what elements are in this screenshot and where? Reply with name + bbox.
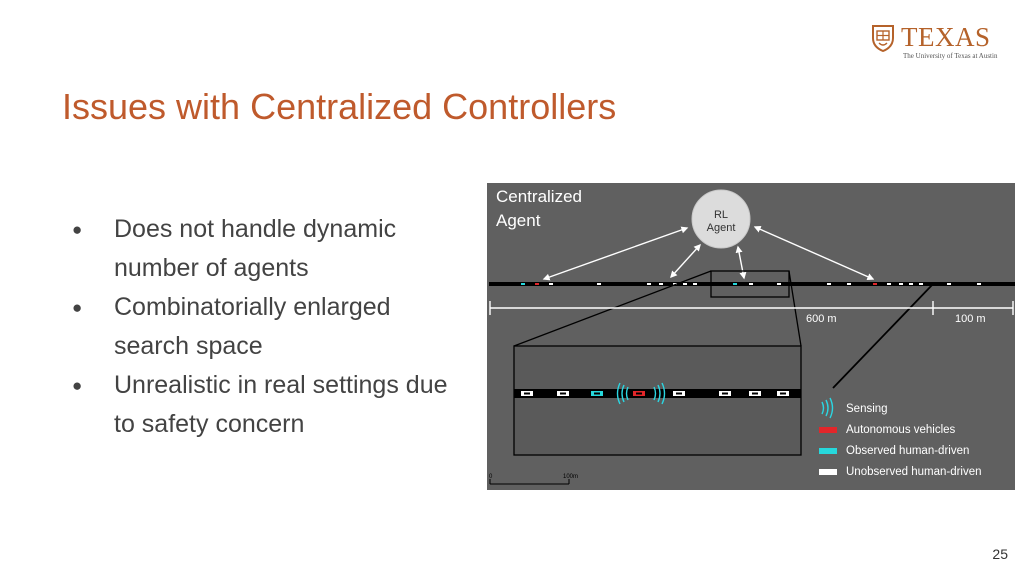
logo-subtitle: The University of Texas at Austin [903,52,998,60]
inset-scale-bar [489,479,570,485]
arrow-left [542,226,689,281]
vehicle-window [780,392,786,395]
observed-vehicle [733,283,737,285]
bullet-item: Does not handle dynamic number of agents [72,210,462,288]
inset-scale-end: 100m [563,474,578,480]
vehicle-window [752,392,758,395]
zoom-box [710,270,790,298]
highway-road [489,282,1015,286]
unobserved-vehicle [847,283,851,285]
unobserved-vehicle [749,283,753,285]
rl-agent-label-line2: Agent [707,222,736,234]
scale-label-main: 600 m [806,313,837,325]
unobserved-vehicle [919,283,923,285]
arrow-mid [735,245,747,280]
centralized-agent-diagram: Centralized Agent RL Agent 600 m 100 m [487,183,1015,490]
corner-label-line2: Agent [496,211,541,230]
sensing-icon [821,397,834,419]
corner-label-line1: Centralized [496,187,582,206]
arrow-right [753,226,875,280]
ut-texas-logo: TEXAS The University of Texas at Austin [871,22,1001,64]
inset-scale-start: 0 [489,474,493,480]
unobserved-vehicle [549,283,553,285]
unobserved-vehicle [909,283,913,285]
autonomous-vehicle [535,283,539,285]
legend-autonomous: Autonomous vehicles [846,424,956,436]
observed-swatch [819,448,837,454]
slide-title: Issues with Centralized Controllers [62,86,617,127]
scale-bar-main [489,301,1014,315]
unobserved-vehicle [693,283,697,285]
rl-agent-label-line1: RL [714,209,728,221]
unobserved-vehicle [647,283,651,285]
bullet-item: Combinatorially enlarged search space [72,288,462,366]
logo-wordmark: TEXAS [901,22,991,52]
unobserved-vehicle [659,283,663,285]
sensing-waves-inset [616,382,666,405]
arrow-mid-left [670,243,701,279]
vehicle-window [560,392,566,395]
unobserved-vehicle [597,283,601,285]
zoomed-inset [513,345,802,456]
legend-unobserved: Unobserved human-driven [846,466,982,478]
bullet-list: Does not handle dynamic number of agents… [72,210,462,444]
autonomous-swatch [819,427,837,433]
vehicle-window [594,392,600,395]
inset-road [514,389,801,398]
unobserved-vehicle [777,283,781,285]
communication-arrows [542,226,875,281]
legend: Sensing Autonomous vehicles Observed hum… [819,397,982,478]
observed-vehicle [521,283,525,285]
bullet-item: Unrealistic in real settings due to safe… [72,366,462,444]
longhorn-shield-icon [872,25,894,52]
unobserved-swatch [819,469,837,475]
autonomous-vehicle [873,283,877,285]
legend-observed: Observed human-driven [846,445,969,457]
vehicle-window [636,392,642,395]
vehicle-window [524,392,530,395]
vehicle-window [676,392,682,395]
legend-sensing: Sensing [846,403,888,415]
unobserved-vehicle [827,283,831,285]
page-number: 25 [992,546,1008,562]
unobserved-vehicle [947,283,951,285]
rl-agent-node [691,189,751,249]
inset-lane [514,389,801,398]
vehicle-window [722,392,728,395]
unobserved-vehicle [673,283,677,285]
unobserved-vehicle [683,283,687,285]
legend-pointer [832,282,935,389]
scale-label-side: 100 m [955,313,986,325]
unobserved-vehicle [977,283,981,285]
unobserved-vehicle [899,283,903,285]
unobserved-vehicle [887,283,891,285]
